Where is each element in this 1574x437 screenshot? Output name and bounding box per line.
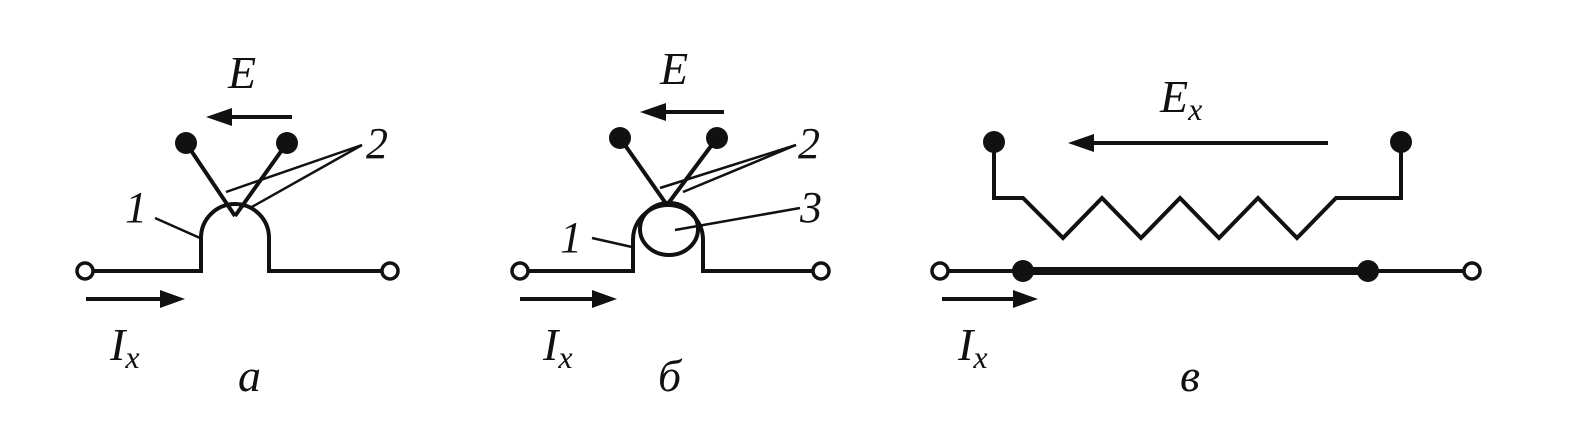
output-terminal	[811, 261, 831, 281]
input-terminal	[75, 261, 95, 281]
thermocouple-terminal-right	[706, 127, 728, 149]
current-label: Ix	[109, 319, 140, 375]
heater-wire	[88, 202, 381, 273]
current-arrow	[86, 290, 185, 308]
output-terminal	[380, 261, 400, 281]
panel-c: Ex Ix в	[930, 71, 1482, 401]
thermocouple-terminal-right	[276, 132, 298, 154]
thermocouple-terminal-left	[175, 132, 197, 154]
caption-b: б	[658, 350, 683, 401]
thermocouple-wire-left	[184, 141, 237, 218]
current-label: Ix	[542, 319, 573, 375]
callout-1: 1	[125, 183, 147, 232]
callout-1-leader	[154, 216, 201, 240]
panel-b: E Ix 1 2 3 б	[510, 43, 831, 401]
callout-2-leader-b	[249, 143, 363, 210]
emf-label: Ex	[1159, 71, 1202, 127]
output-terminal	[1462, 261, 1482, 281]
callout-2-leader-a	[659, 143, 797, 190]
callout-1: 1	[560, 213, 582, 262]
callout-2: 2	[798, 119, 820, 168]
caption-a: а	[238, 350, 261, 401]
thermopile-terminal-right	[1390, 131, 1412, 153]
callout-3-leader	[674, 206, 801, 232]
emf-label: E	[659, 43, 688, 94]
current-label: Ix	[957, 319, 988, 375]
callout-3: 3	[799, 183, 822, 232]
input-terminal	[510, 261, 530, 281]
emf-arrow	[1068, 134, 1328, 152]
callout-2: 2	[366, 119, 388, 168]
current-arrow	[942, 290, 1038, 308]
emf-arrow	[206, 108, 292, 126]
callout-2-leader-a	[225, 143, 363, 194]
callout-2-leader-b	[682, 143, 797, 194]
thermocouple-wire-left	[618, 136, 669, 207]
thermopile-terminal-left	[983, 131, 1005, 153]
thermocouple-wire-right	[665, 136, 719, 207]
callout-1-leader	[591, 236, 633, 249]
input-terminal	[930, 261, 950, 281]
thermopile-chain	[992, 142, 1403, 241]
panel-a: E Ix 1 2 а	[75, 47, 400, 401]
current-arrow	[520, 290, 617, 308]
junction-dot-left	[1012, 260, 1034, 282]
junction-dot-right	[1357, 260, 1379, 282]
emf-arrow	[640, 103, 724, 121]
insulating-bead	[638, 201, 700, 257]
caption-c: в	[1180, 350, 1200, 401]
emf-label: E	[227, 47, 256, 98]
thermocouple-terminal-left	[609, 127, 631, 149]
